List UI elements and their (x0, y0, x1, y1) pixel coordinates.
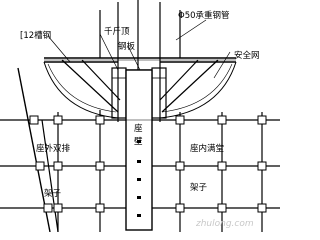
label-outer-scaffold-2: 架子 (44, 189, 62, 199)
scaffold-couplers (29, 115, 267, 213)
wall-tie-marks (137, 140, 141, 217)
seat-wall (125, 69, 153, 231)
label-inner-scaffold-2: 架子 (190, 183, 208, 193)
label-bearing-pipe: Φ50承重钢管 (178, 10, 230, 21)
label-channel-steel: [12槽钢 (20, 30, 51, 41)
label-jack: 千斤顶 (104, 26, 130, 37)
safety-net (43, 61, 237, 119)
label-inner-scaffold-1: 座内满堂 (190, 143, 224, 154)
inner-full-scaffold (152, 112, 280, 232)
label-safety-net: 安全网 (234, 50, 260, 61)
label-outer-scaffold-1: 座外双排 (36, 143, 71, 154)
label-wall-2: 壁 (134, 136, 143, 147)
label-steel-plate: 钢板 (118, 41, 136, 52)
label-wall-1: 座 (134, 123, 143, 134)
leader-lines (47, 19, 231, 79)
support-structure-diagram: [12槽钢 千斤顶 钢板 Φ50承重钢管 安全网 座外双排 架子 座 壁 座内满… (0, 0, 280, 232)
channel-steel-beam (44, 57, 236, 61)
watermark: zhulong.com (195, 219, 254, 229)
